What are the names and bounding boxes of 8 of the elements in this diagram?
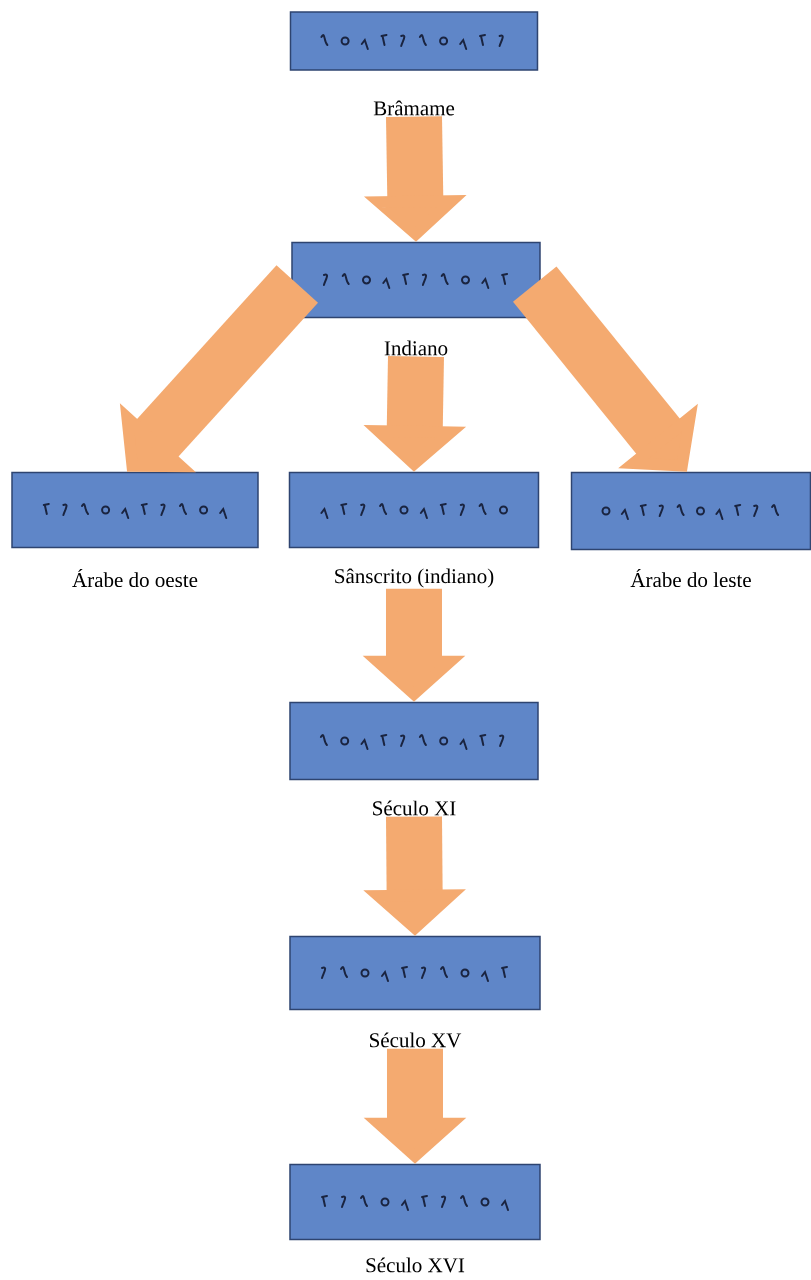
box-label: Sânscrito (indiano) [332,567,496,589]
box-label: Século XI [370,799,458,817]
box-label: Indiano [382,339,450,357]
box-label: Árabe do oeste [71,567,199,589]
box-label: Árabe do leste [629,567,753,589]
box-label: Século XVI [364,1256,466,1274]
box-label: Brâmame [372,99,456,117]
box-label: Século XV [367,1031,463,1049]
